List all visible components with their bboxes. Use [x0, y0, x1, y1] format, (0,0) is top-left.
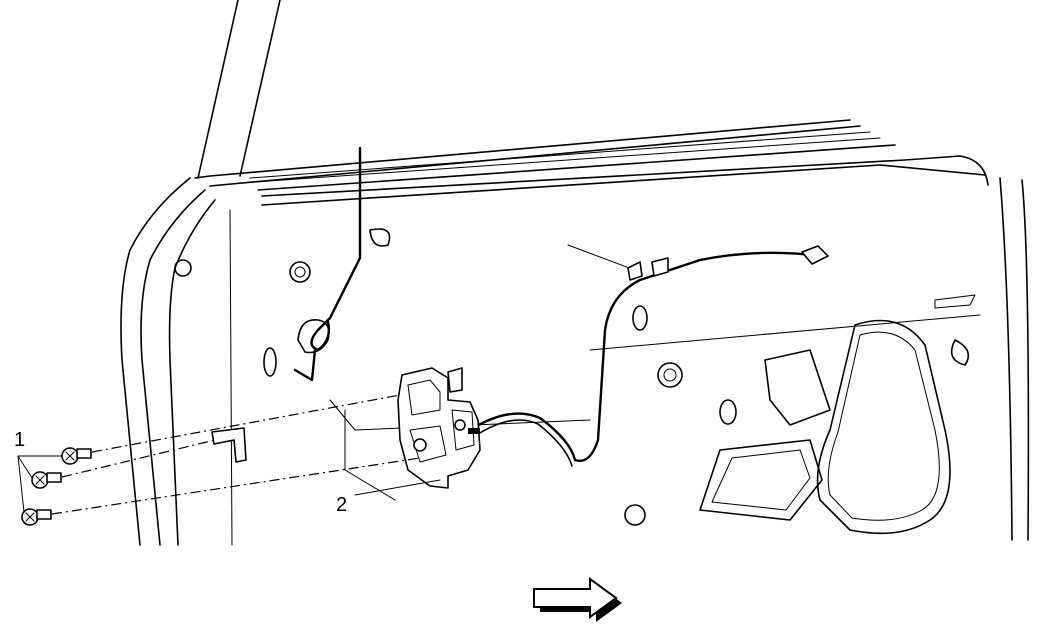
- bolt-alignment-lines: [51, 394, 421, 515]
- bolt-lower: [21, 508, 52, 526]
- callout-1-label: 1: [14, 429, 25, 451]
- door-latch-assembly: [397, 367, 481, 489]
- door-belt-rails: [194, 119, 989, 197]
- door-outer-frame: [120, 177, 233, 546]
- bolt-middle: [31, 471, 62, 489]
- striker-bracket: [211, 427, 247, 463]
- bolt-upper: [61, 447, 92, 465]
- panel-openings: [174, 228, 976, 526]
- release-cable: [468, 244, 829, 467]
- lock-rod: [293, 146, 362, 382]
- callout-2-label: 2: [336, 494, 347, 516]
- latch-bolts: [21, 447, 92, 526]
- door-window-pillar: [197, 0, 281, 179]
- access-hole-large: [816, 319, 951, 535]
- door-inner-panel: [261, 164, 1030, 541]
- right-arrow-icon: [533, 577, 622, 622]
- callout-leaders: [17, 455, 441, 513]
